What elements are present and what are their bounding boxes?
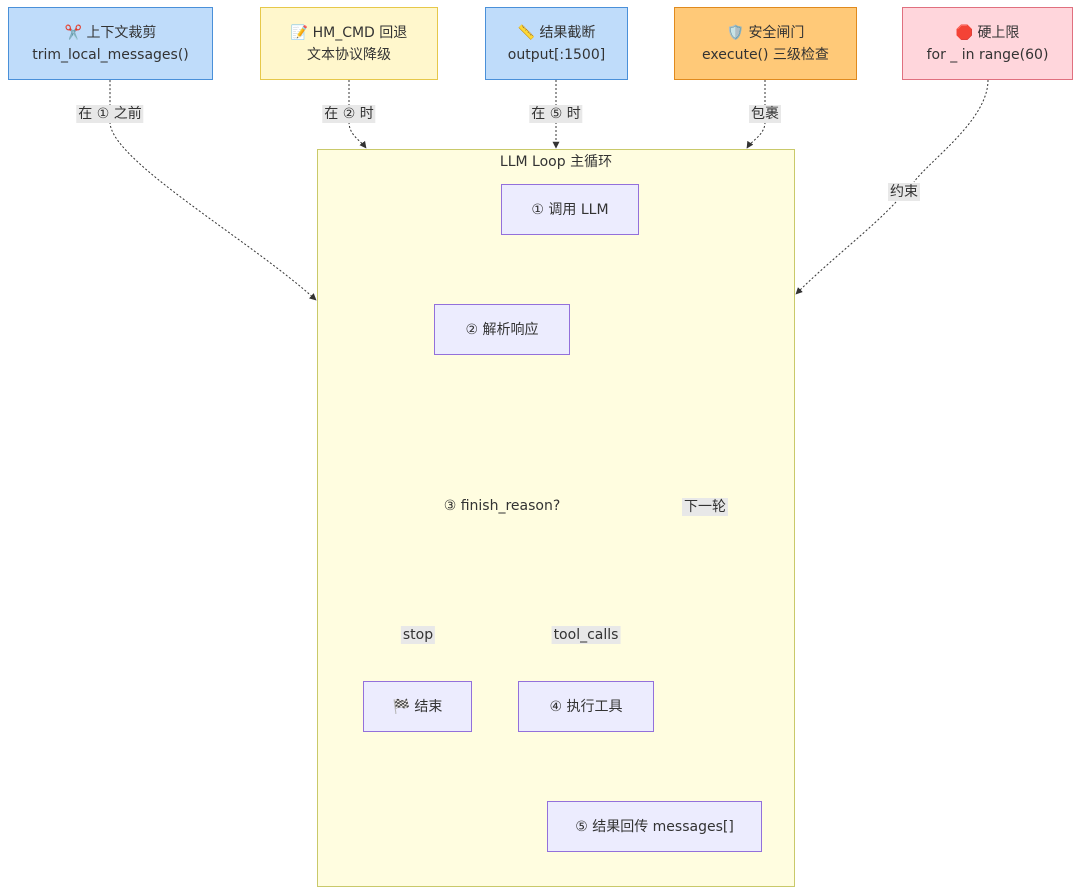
edge-label-tool-calls: tool_calls	[551, 626, 621, 644]
edge-limit-b	[795, 201, 897, 295]
return-node: ⑤ 结果回传 messages[]	[547, 801, 762, 852]
limit-detail: for _ in range(60)	[926, 46, 1049, 63]
truncate-node: 📏 结果截断 output[:1500]	[485, 7, 628, 80]
parse-label: ② 解析响应	[465, 321, 539, 338]
trim-title: 上下文裁剪	[86, 24, 157, 41]
cluster-title: LLM Loop 主循环	[499, 154, 613, 170]
edge-label-hmcmd: 在 ② 时	[322, 105, 376, 123]
finish-reason-label: ③ finish_reason?	[443, 498, 561, 514]
scissors-icon: ✂️	[64, 24, 82, 41]
shield-icon: 🛡️	[726, 24, 744, 41]
edge-hmcmd-b	[348, 121, 367, 149]
hmcmd-title: HM_CMD 回退	[312, 24, 408, 41]
stop-sign-icon: 🛑	[955, 24, 973, 41]
trim-detail: trim_local_messages()	[32, 46, 189, 63]
trim-node: ✂️ 上下文裁剪 trim_local_messages()	[8, 7, 213, 80]
return-label: ⑤ 结果回传 messages[]	[575, 818, 734, 835]
llm-loop-cluster: LLM Loop 主循环	[317, 149, 795, 887]
security-title: 安全闸门	[748, 24, 805, 41]
parse-node: ② 解析响应	[434, 304, 570, 355]
edge-trim-b	[109, 121, 317, 301]
edge-label-trim: 在 ① 之前	[76, 105, 144, 123]
end-label: 🏁 结束	[392, 698, 443, 715]
edge-label-stop: stop	[400, 626, 436, 644]
exec-tool-label: ④ 执行工具	[549, 698, 623, 715]
truncate-detail: output[:1500]	[507, 46, 606, 63]
edge-label-truncate: 在 ⑤ 时	[529, 105, 583, 123]
limit-title: 硬上限	[977, 24, 1020, 41]
edge-label-next-round: 下一轮	[682, 498, 728, 516]
hmcmd-node: 📝 HM_CMD 回退 文本协议降级	[260, 7, 438, 80]
memo-icon: 📝	[290, 24, 309, 41]
security-detail: execute() 三级检查	[702, 46, 829, 63]
edge-security-b	[746, 121, 766, 149]
edge-label-limit: 约束	[888, 183, 920, 201]
call-llm-label: ① 调用 LLM	[531, 201, 609, 218]
call-llm-node: ① 调用 LLM	[501, 184, 639, 235]
exec-tool-node: ④ 执行工具	[518, 681, 654, 732]
edge-limit-a	[913, 79, 989, 183]
limit-node: 🛑 硬上限 for _ in range(60)	[902, 7, 1073, 80]
truncate-title: 结果截断	[539, 24, 596, 41]
edge-label-security: 包裹	[749, 105, 781, 123]
security-node: 🛡️ 安全闸门 execute() 三级检查	[674, 7, 857, 80]
end-node: 🏁 结束	[363, 681, 472, 732]
hmcmd-detail: 文本协议降级	[307, 46, 391, 63]
ruler-icon: 📏	[517, 24, 535, 41]
